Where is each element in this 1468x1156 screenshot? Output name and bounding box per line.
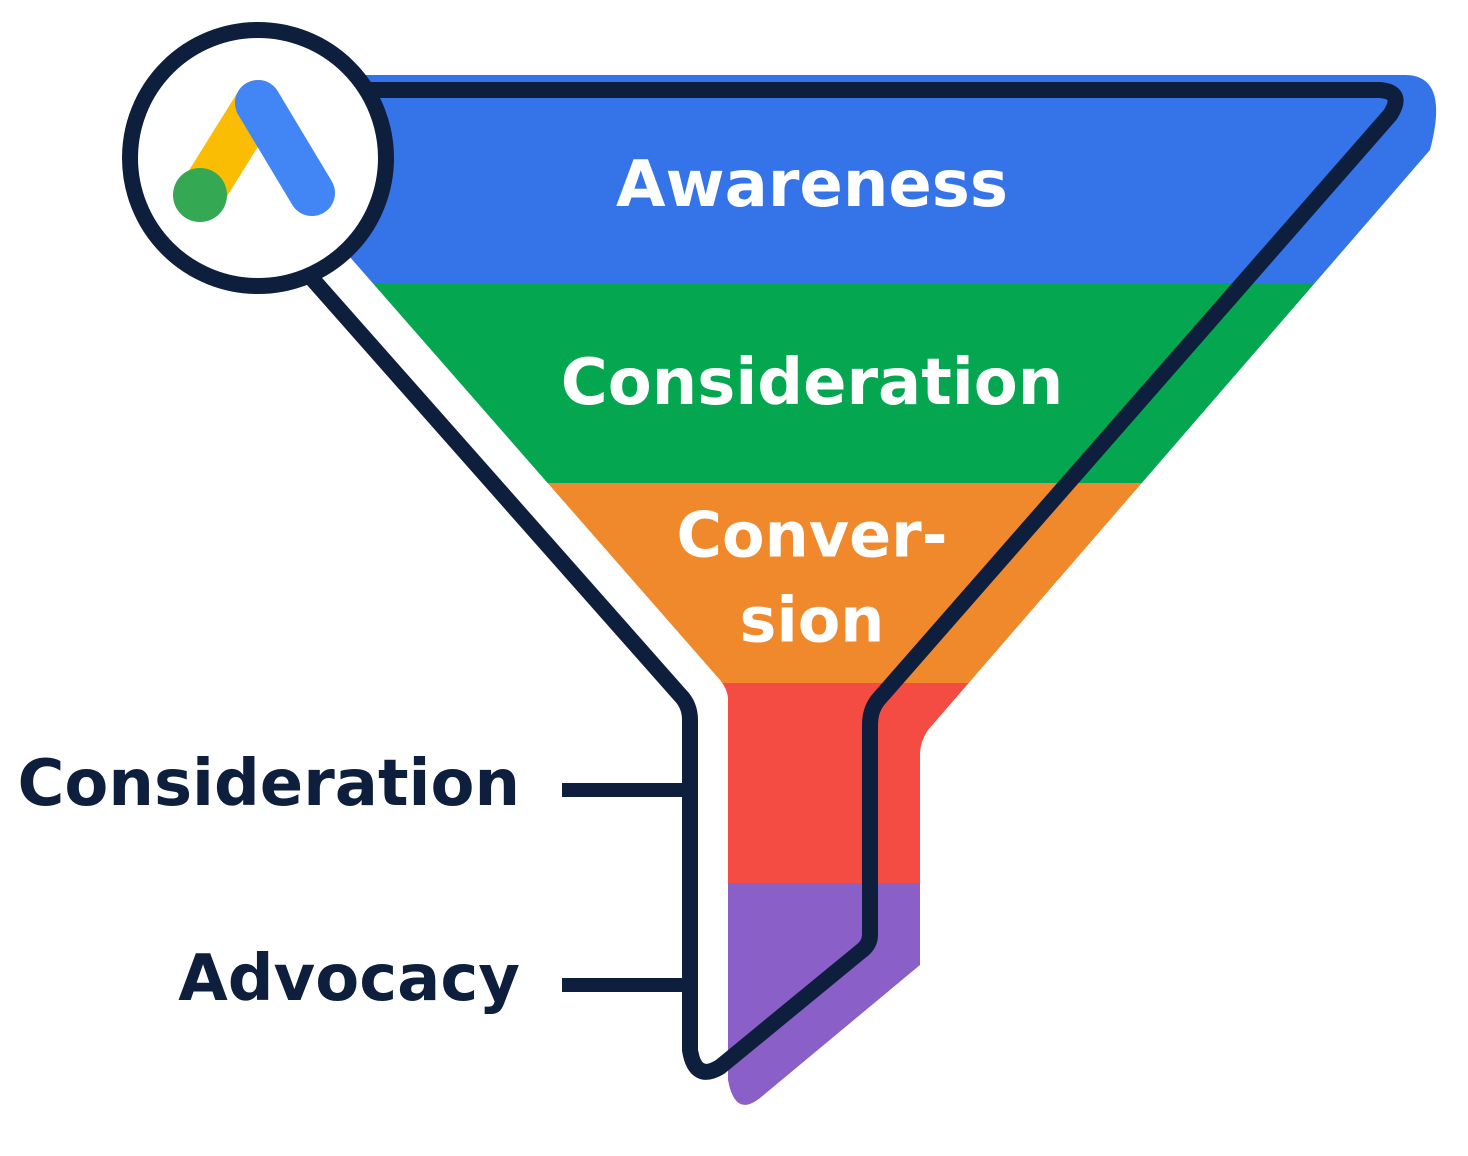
stage-label: Conver- bbox=[676, 499, 947, 572]
google-ads-logo-icon bbox=[173, 80, 335, 222]
logo-badge bbox=[122, 22, 394, 294]
callout-label: Consideration bbox=[17, 747, 520, 821]
callout-label: Advocacy bbox=[178, 942, 520, 1016]
funnel-outline bbox=[292, 82, 1404, 1080]
funnel-stage-1 bbox=[300, 75, 1437, 283]
stage-label: Consideration bbox=[561, 346, 1064, 420]
stage-label: Awareness bbox=[616, 148, 1008, 222]
stage-label: sion bbox=[740, 584, 885, 657]
